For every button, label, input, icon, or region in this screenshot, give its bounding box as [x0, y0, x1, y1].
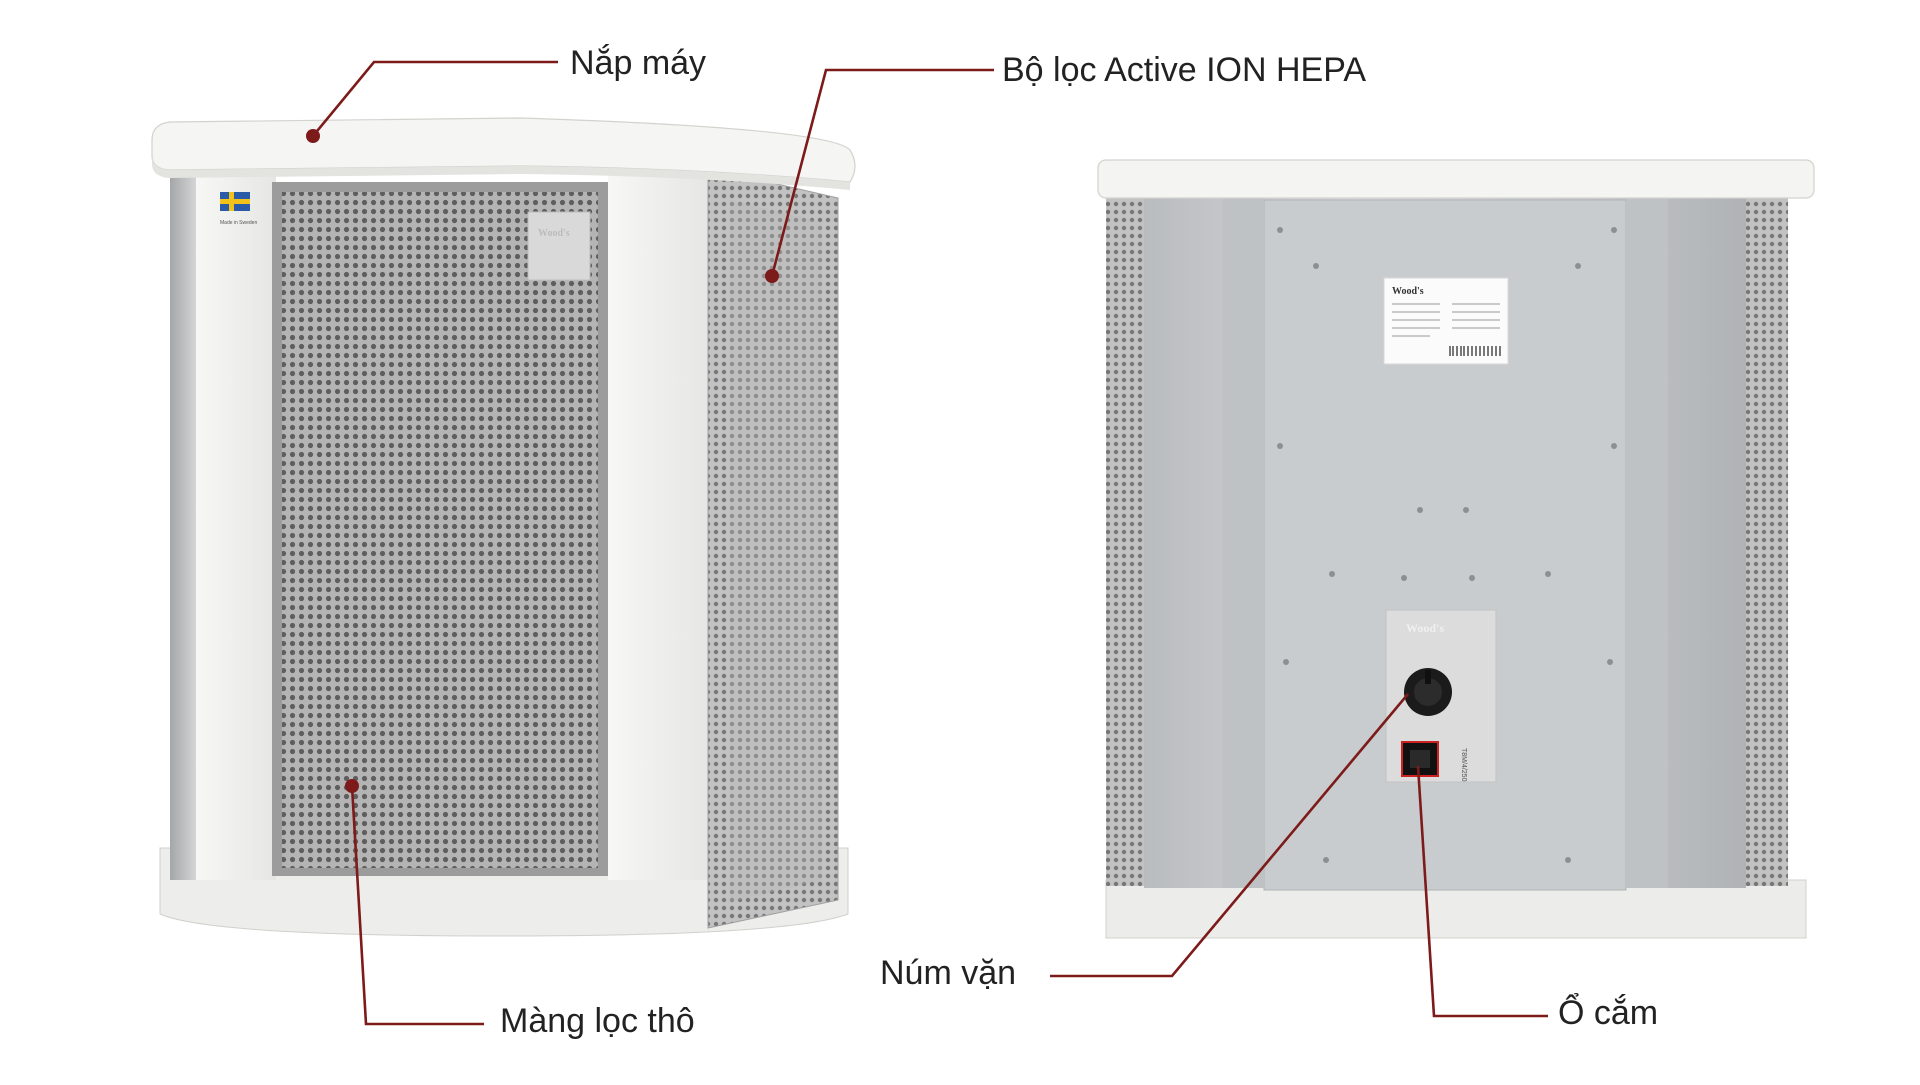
top-cover: [151, 117, 856, 183]
rear-screws: [1277, 227, 1617, 863]
made-in-label: Made in Sweden: [220, 220, 257, 226]
callout-label-prefilter: Màng lọc thô: [500, 1002, 695, 1040]
rear-unit: Wood's Wood's: [1097, 159, 1815, 939]
rear-left-rib: [1222, 196, 1264, 888]
callout-line-socket: [1416, 765, 1548, 1018]
callout-label-top-cover: Nắp máy: [570, 44, 707, 82]
callout-dot-hepa: [765, 269, 779, 283]
callout-dot-top-cover: [306, 129, 320, 143]
rear-top-cover: [1097, 159, 1815, 199]
rear-brand-label: Wood's: [1392, 286, 1424, 297]
top-cover-edge: [152, 156, 850, 190]
callout-dot-prefilter: [345, 779, 359, 793]
barcode-icon: [1449, 346, 1501, 356]
sweden-flag-icon: [220, 192, 250, 211]
label-text-lines: [1392, 303, 1500, 337]
callout-line-top-cover: [311, 60, 558, 137]
rear-left-sidebar: [1106, 196, 1144, 886]
rear-right-sidebar: [1746, 196, 1788, 886]
callout-label-knob: Núm vặn: [880, 954, 1017, 992]
front-logo-plate: [527, 211, 591, 281]
callout-line-prefilter: [350, 785, 484, 1026]
control-plate-brand: Wood's: [1406, 621, 1444, 635]
callout-line-hepa: [770, 68, 994, 277]
callout-label-hepa-filter: Bộ lọc Active ION HEPA: [1002, 51, 1367, 89]
front-left-pillar: [196, 168, 276, 880]
callout-label-socket: Ổ cắm: [1558, 994, 1659, 1032]
front-right-pillar: [608, 168, 708, 880]
power-code-label: T8M/4/250: [1460, 748, 1467, 782]
hepa-filter-inner: [730, 200, 822, 902]
callout-lines: [311, 60, 1548, 1026]
front-left-sidebar: [170, 168, 196, 880]
rear-product-label: [1383, 277, 1509, 365]
callout-dots: [306, 129, 779, 793]
prefilter-panel: [282, 192, 598, 868]
rear-right-rib: [1626, 196, 1668, 888]
callout-line-knob: [1050, 693, 1409, 978]
front-unit: Made in Sweden Wood's: [151, 117, 856, 937]
front-brand-label: Wood's: [538, 228, 570, 239]
